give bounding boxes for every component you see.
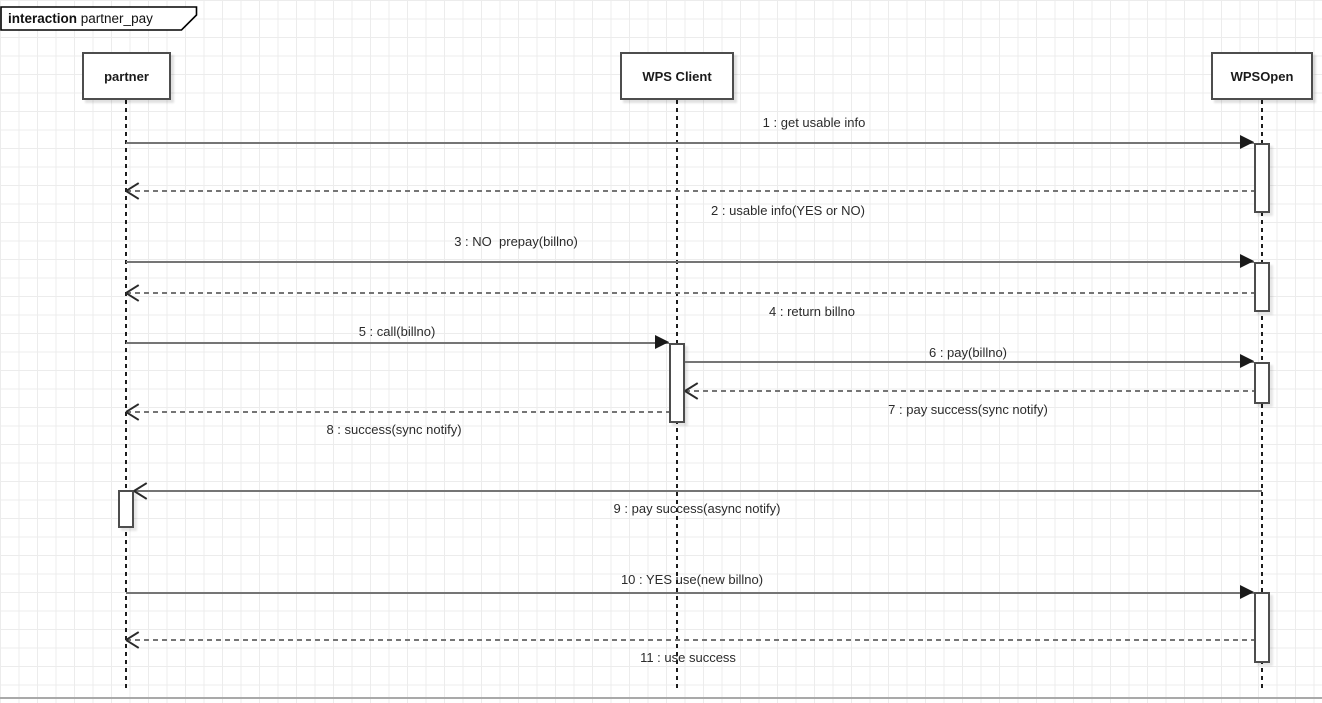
message-1-line: [126, 142, 1254, 144]
message-10-label: 10 : YES use(new billno): [620, 572, 764, 587]
lifeline-wpsopen-head: WPSOpen: [1211, 52, 1313, 100]
message-5-line: [126, 342, 669, 344]
message-2-line: [126, 190, 1254, 192]
activation-bar-wpsopen-6: [1254, 592, 1270, 663]
lifeline-partner-line: [125, 100, 127, 690]
message-3-label: 3 : NO prepay(billno): [454, 234, 578, 249]
lifeline-partner-label: partner: [104, 68, 149, 84]
message-6-label: 6 : pay(billno): [928, 345, 1008, 360]
message-6-line: [685, 361, 1254, 363]
message-10-arrowhead: [1240, 585, 1254, 599]
page-boundary-line: [0, 697, 1322, 699]
message-3-line: [126, 261, 1254, 263]
activation-bar-partner-5: [118, 490, 134, 528]
message-5-arrowhead: [655, 335, 669, 349]
activation-bar-wpsopen-1: [1254, 143, 1270, 213]
lifeline-partner-head: partner: [82, 52, 171, 100]
message-8-label: 8 : success(sync notify): [326, 422, 462, 437]
frame-tab-shape: [0, 6, 198, 31]
message-11-label: 11 : use success: [640, 650, 736, 665]
frame-title-tab: interaction partner_pay: [0, 6, 198, 31]
message-9-label: 9 : pay success(async notify): [613, 501, 781, 516]
frame-keyword: interaction: [8, 10, 78, 26]
message-2-label: 2 : usable info(YES or NO): [711, 203, 865, 218]
message-4-label: 4 : return billno: [769, 304, 855, 319]
message-7-line: [685, 390, 1254, 392]
lifeline-wps-client-head: WPS Client: [620, 52, 734, 100]
message-5-label: 5 : call(billno): [358, 324, 436, 339]
message-11-line: [126, 639, 1254, 641]
message-10-line: [126, 592, 1254, 594]
message-1-label: 1 : get usable info: [762, 115, 866, 130]
message-6-arrowhead: [1240, 354, 1254, 368]
activation-bar-wpsopen-2: [1254, 262, 1270, 312]
message-4-line: [126, 292, 1254, 294]
frame-tab-text: interaction partner_pay: [8, 6, 153, 30]
message-3-arrowhead: [1240, 254, 1254, 268]
activation-bar-wpsopen-4: [1254, 362, 1270, 404]
lifeline-wpsopen-label: WPSOpen: [1230, 68, 1294, 84]
message-9-line: [134, 490, 1262, 492]
message-7-label: 7 : pay success(sync notify): [888, 402, 1048, 417]
activation-bar-wps-client-3: [669, 343, 685, 423]
message-8-line: [126, 411, 669, 413]
lifeline-wps-client-label: WPS Client: [642, 68, 712, 84]
frame-title: partner_pay: [80, 10, 153, 26]
message-1-arrowhead: [1240, 135, 1254, 149]
